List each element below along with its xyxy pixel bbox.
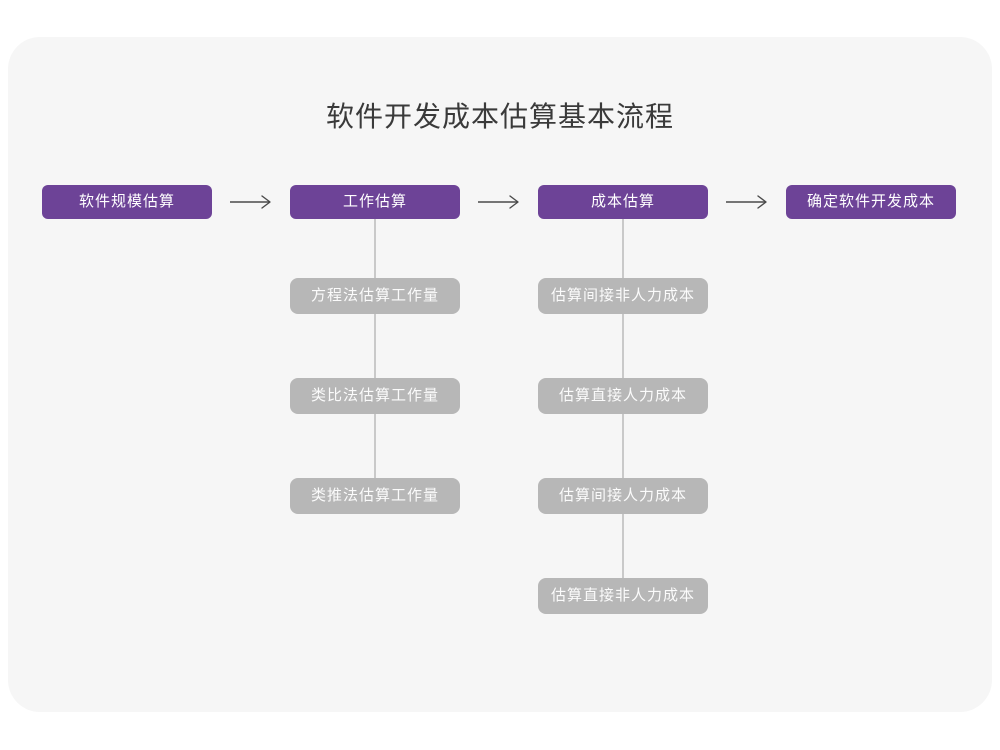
right-arrow-icon xyxy=(230,195,271,209)
page-title: 软件开发成本估算基本流程 xyxy=(325,101,674,132)
substep-direct-labor-cost: 估算直接人力成本 xyxy=(538,378,708,414)
stage-software-scale-estimation: 软件规模估算 xyxy=(42,185,212,219)
substep-indirect-nonlabor-cost: 估算间接非人力成本 xyxy=(538,278,708,314)
connector-line-work-estimation xyxy=(374,219,376,497)
substep-indirect-labor-cost: 估算间接人力成本 xyxy=(538,478,708,514)
right-arrow-icon xyxy=(478,195,519,209)
substep-equation-method-workload: 方程法估算工作量 xyxy=(290,278,460,314)
stage-work-estimation: 工作估算 xyxy=(290,185,460,219)
stage-determine-development-cost: 确定软件开发成本 xyxy=(786,185,956,219)
right-arrow-icon xyxy=(726,195,767,209)
substep-direct-nonlabor-cost: 估算直接非人力成本 xyxy=(538,578,708,614)
substep-extrapolation-method-workload: 类推法估算工作量 xyxy=(290,478,460,514)
stage-cost-estimation: 成本估算 xyxy=(538,185,708,219)
flowchart-card: 软件开发成本估算基本流程 软件规模估算 工作估算 成本估算 确定软件开发成本 方… xyxy=(8,37,992,712)
substep-analogy-method-workload: 类比法估算工作量 xyxy=(290,378,460,414)
